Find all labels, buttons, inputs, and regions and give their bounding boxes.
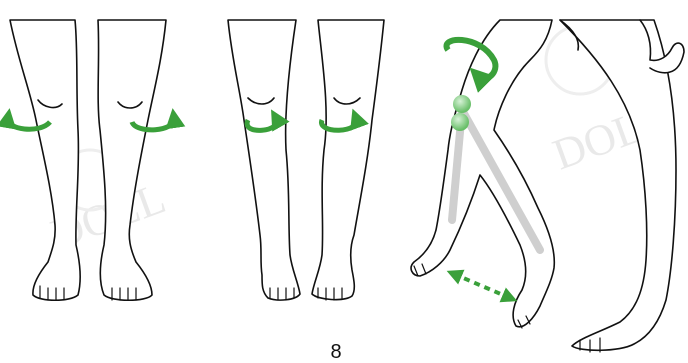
joint-ball bbox=[451, 113, 469, 131]
right-leg bbox=[98, 20, 166, 300]
panel-knees-in bbox=[228, 20, 384, 300]
double-arrow-icon bbox=[454, 274, 510, 298]
right-leg bbox=[312, 20, 384, 300]
bent-leg bbox=[411, 20, 554, 327]
page-number: 8 bbox=[326, 342, 346, 362]
left-leg bbox=[10, 20, 80, 300]
panel-knees-out bbox=[8, 20, 174, 300]
left-leg bbox=[228, 20, 300, 300]
joint-ball bbox=[453, 95, 471, 113]
